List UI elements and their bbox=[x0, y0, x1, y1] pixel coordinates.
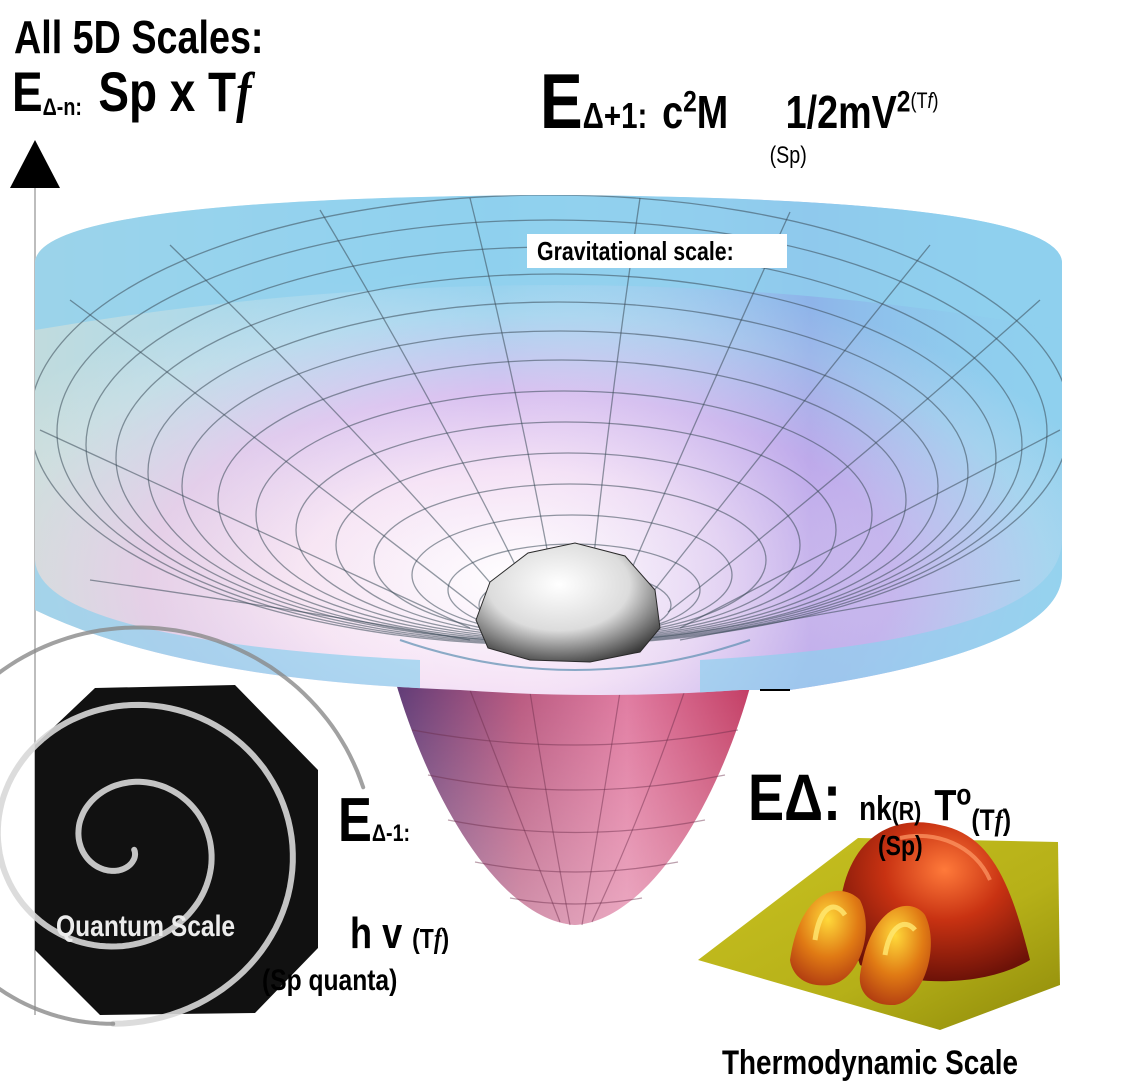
quantum-hv-formula: h v (Tf) bbox=[350, 909, 450, 958]
central-mass bbox=[475, 542, 661, 663]
mass-subscript: (Sp) bbox=[769, 142, 807, 169]
quantum-energy-formula: EΔ-1: bbox=[338, 786, 411, 855]
general-energy-formula: EΔ-n:Sp x Tf bbox=[12, 60, 252, 124]
formula-subscript: Δ-n: bbox=[42, 94, 82, 121]
quantum-octagon bbox=[35, 685, 318, 1015]
thermo-sp-subscript: (Sp) bbox=[878, 830, 923, 861]
quantum-scale-label: Quantum Scale bbox=[56, 910, 236, 943]
gravitational-scale-label: Gravitational scale: bbox=[527, 234, 787, 268]
thermodynamic-energy-formula: EΔ:nk(R)To(Tf) bbox=[748, 760, 1012, 837]
sp-quanta-label: (Sp quanta) bbox=[262, 964, 398, 997]
quantum-spiral bbox=[0, 701, 296, 1027]
diagram-title: All 5D Scales: bbox=[14, 11, 264, 63]
axis-arrowhead bbox=[10, 140, 60, 188]
gravitational-energy-formula: EΔ+1:c2M(Sp)1/2mV2(Tf) bbox=[540, 57, 939, 169]
thermodynamic-scale-label: Thermodynamic Scale bbox=[722, 1044, 1018, 1082]
